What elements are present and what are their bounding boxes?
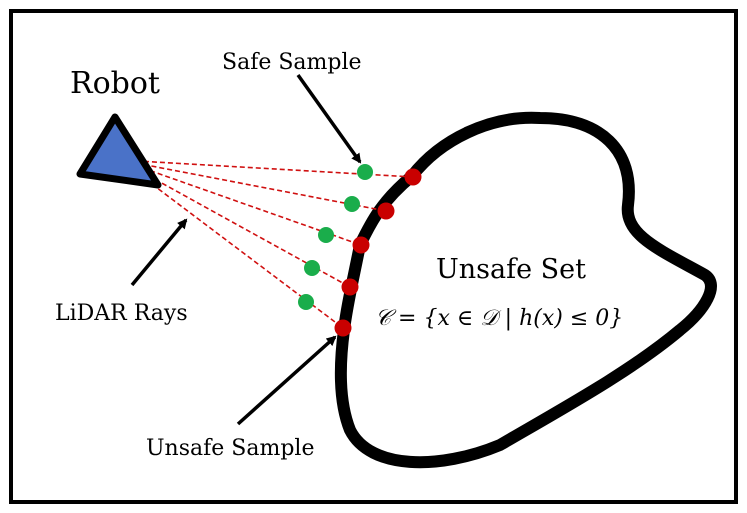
safe-sample-arrow xyxy=(296,73,362,164)
lidar-ray xyxy=(119,159,387,212)
unsafe-set-boundary xyxy=(334,111,717,469)
unsafe-sample-point xyxy=(404,168,422,186)
robot-label: Robot xyxy=(70,66,160,101)
unsafe-sample-arrow xyxy=(236,335,337,426)
set-definition-formula: 𝒞 = {x ∈ 𝒟 | h(x) ≤ 0} xyxy=(375,306,623,331)
unsafe-set-label: Unsafe Set xyxy=(436,254,586,285)
unsafe-sample-label: Unsafe Sample xyxy=(146,436,314,461)
safe-sample-point xyxy=(357,164,373,180)
safe-sample-point xyxy=(344,196,360,212)
unsafe-sample-point xyxy=(352,236,370,254)
lidar-rays-arrow xyxy=(130,218,188,287)
safe-sample-point xyxy=(318,227,334,243)
unsafe-sample-point xyxy=(334,319,352,337)
robot-icon xyxy=(76,113,162,189)
unsafe-sample-point xyxy=(377,202,395,220)
safe-sample-label: Safe Sample xyxy=(222,50,362,75)
lidar-rays-label: LiDAR Rays xyxy=(55,301,188,326)
unsafe-sample-point xyxy=(341,278,359,296)
safe-sample-point xyxy=(304,260,320,276)
safe-sample-point xyxy=(298,294,314,310)
